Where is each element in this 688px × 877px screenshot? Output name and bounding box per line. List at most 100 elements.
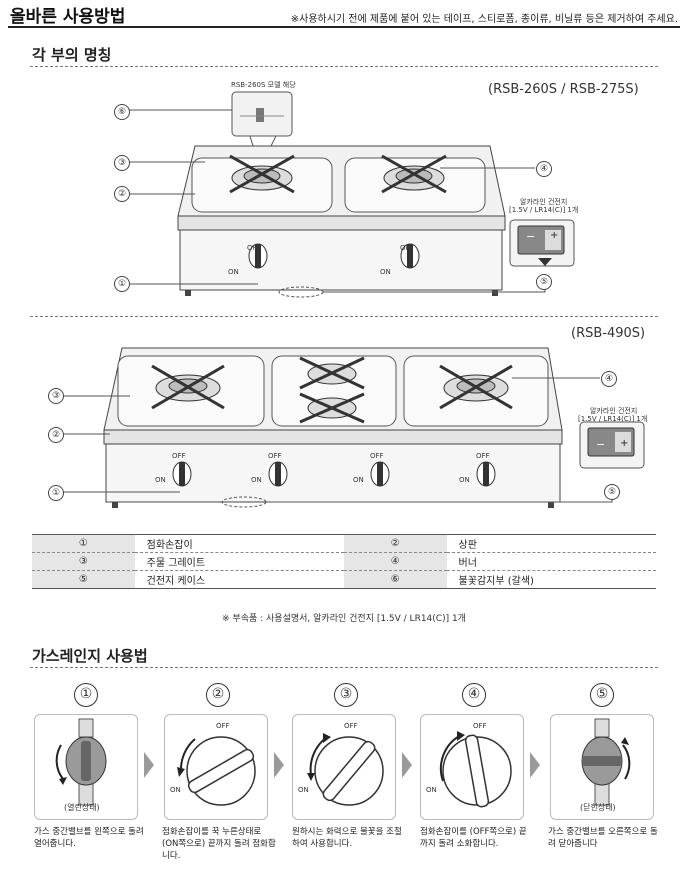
part-number: ⑥ <box>343 570 447 589</box>
step-3-off-label: OFF <box>344 722 358 730</box>
knob-right <box>400 243 420 269</box>
wide-knob3-off: OFF <box>370 452 384 460</box>
valve-closed-icon <box>581 718 631 806</box>
burner-right <box>381 154 447 194</box>
step-2-number: ② <box>206 683 230 707</box>
wide-knob1-off: OFF <box>172 452 186 460</box>
step-3-on-label: ON <box>298 786 309 794</box>
burner-wide-center <box>299 356 365 424</box>
step-5-number: ⑤ <box>590 683 614 707</box>
accessories-note: ※ 부속품 : 사용설명서, 알카라인 건전지 [1.5V / LR14(C)]… <box>222 614 466 624</box>
step-arrow-1 <box>144 752 154 778</box>
knob-adjust-icon <box>307 733 384 806</box>
knob-turn-off-icon <box>439 731 512 808</box>
usage-section-title: 가스레인지 사용법 <box>32 647 148 665</box>
part-number: ① <box>32 534 135 553</box>
wide-knob4-off: OFF <box>476 452 490 460</box>
battery-minus-top: − <box>526 230 536 243</box>
step-arrow-4 <box>530 752 540 778</box>
battery-label-bottom-2: [1.5V / LR14(C)] 1개 <box>578 415 648 423</box>
callout-1-top: ① <box>114 276 130 292</box>
callout-3-bottom: ③ <box>48 388 64 404</box>
stove-3-burner-illustration <box>62 347 645 508</box>
part-name: 불꽃감지부 (갈색) <box>446 570 656 589</box>
step-1-number: ① <box>74 683 98 707</box>
battery-minus-bottom: − <box>596 438 606 451</box>
burner-left <box>229 154 295 194</box>
step-2-off-label: OFF <box>216 722 230 730</box>
table-row: ⑤ 건전지 케이스 ⑥ 불꽃감지부 (갈색) <box>32 570 656 589</box>
battery-label-bottom-1: 알카라인 건전지 <box>590 407 638 415</box>
header-note: ※사용하시기 전에 제품에 붙어 있는 테이프, 스티로폼, 종이류, 비닐류 … <box>290 14 678 25</box>
knob-left-off-label: OFF <box>247 244 261 252</box>
part-name: 점화손잡이 <box>134 534 344 553</box>
burner-wide-right <box>439 364 513 410</box>
step-4-off-label: OFF <box>473 722 487 730</box>
part-number: ⑤ <box>32 570 135 589</box>
step-3-illustration <box>292 714 396 820</box>
step-arrow-3 <box>402 752 412 778</box>
wide-knob1-on: ON <box>155 476 166 484</box>
battery-label-top-2: [1.5V / LR14(C)] 1개 <box>509 206 579 214</box>
callout-5-bottom: ⑤ <box>604 484 620 500</box>
callout-4-top: ④ <box>536 161 552 177</box>
knob-left <box>248 243 268 269</box>
callout-2-bottom: ② <box>48 427 64 443</box>
parts-section-title: 각 부의 명칭 <box>32 46 112 64</box>
step-4-on-label: ON <box>426 786 437 794</box>
top-model-label: (RSB-260S / RSB-275S) <box>488 82 639 97</box>
knob-right-off-label: OFF <box>400 244 414 252</box>
parts-title-divider <box>30 66 658 67</box>
knob-turn-on-icon <box>177 736 256 806</box>
part-name: 건전지 케이스 <box>134 570 344 589</box>
step-5-text: 가스 중간밸브를 오른쪽으로 돌려 닫아줍니다 <box>548 827 658 849</box>
zoom-detail <box>231 91 293 157</box>
callout-1-bottom: ① <box>48 485 64 501</box>
battery-plus-bottom: + <box>620 438 629 449</box>
knobs-wide <box>172 461 496 487</box>
stove-divider <box>30 316 658 317</box>
wide-knob2-off: OFF <box>268 452 282 460</box>
step-5-illustration <box>550 714 654 820</box>
callout-2-top: ② <box>114 186 130 202</box>
step-arrow-2 <box>274 752 284 778</box>
step-2-illustration <box>164 714 268 820</box>
header-divider <box>8 26 680 28</box>
battery-plus-top: + <box>550 230 559 241</box>
stove-2-burner-illustration <box>128 91 575 298</box>
part-number: ③ <box>32 552 135 571</box>
step-1-illustration <box>34 714 138 820</box>
wide-knob3-on: ON <box>353 476 364 484</box>
battery-label-top-1: 알카라인 건전지 <box>520 198 568 206</box>
step-1-status: (열린상태) <box>64 803 100 812</box>
callout-3-top: ③ <box>114 155 130 171</box>
callout-5-top: ⑤ <box>536 274 552 290</box>
part-name: 버너 <box>446 552 656 571</box>
step-3-text: 원하시는 화력으로 불꽃을 조절하여 사용합니다. <box>292 827 402 849</box>
callout-6-top: ⑥ <box>114 104 130 120</box>
step-4-number: ④ <box>462 683 486 707</box>
page-title: 올바른 사용방법 <box>10 7 126 27</box>
step-4-illustration <box>420 714 524 820</box>
wide-knob4-on: ON <box>459 476 470 484</box>
part-name: 주물 그레이트 <box>134 552 344 571</box>
callout-4-bottom: ④ <box>601 371 617 387</box>
step-4-text: 점화손잡이를 (OFF쪽으로) 끝까지 돌려 소화합니다. <box>420 827 527 849</box>
battery-holder-illustration-wide <box>579 421 645 469</box>
battery-holder-illustration <box>509 219 575 267</box>
part-number: ② <box>343 534 447 553</box>
usage-title-divider <box>30 667 658 668</box>
parts-table: ① 점화손잡이 ② 상판 ③ 주물 그레이트 ④ 버너 ⑤ 건전지 케이스 ⑥ … <box>32 534 656 589</box>
wide-knob2-on: ON <box>251 476 262 484</box>
step-2-text: 점화손잡이를 꾹 누른상태로 (ON쪽으로) 끝까지 돌려 점화합니다. <box>162 827 276 861</box>
step-5-status: (닫힌상태) <box>580 803 616 812</box>
table-row: ① 점화손잡이 ② 상판 <box>32 534 656 553</box>
front-panel <box>179 229 503 291</box>
table-row: ③ 주물 그레이트 ④ 버너 <box>32 552 656 571</box>
step-2-on-label: ON <box>170 786 181 794</box>
step-1-text: 가스 중간밸브를 왼쪽으로 돌려 열어줍니다. <box>34 827 144 849</box>
valve-open-icon <box>55 718 107 806</box>
front-edge <box>177 215 506 231</box>
model-note: RSB-260S 모델 해당 <box>231 81 296 89</box>
bottom-model-label: (RSB-490S) <box>571 326 646 341</box>
